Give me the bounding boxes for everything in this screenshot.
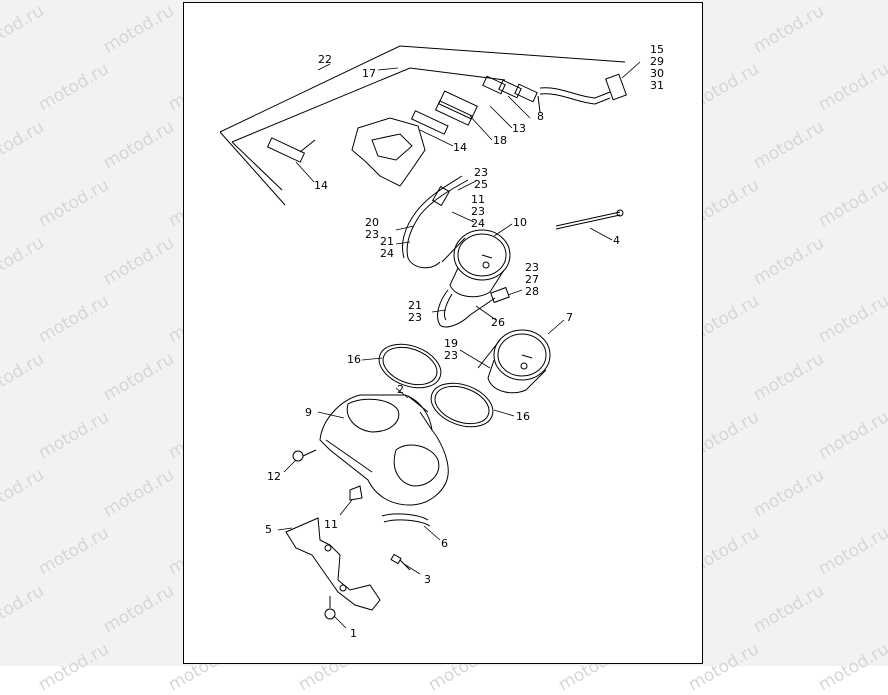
lower-bracket — [285, 517, 381, 611]
trip-reset-rod — [555, 209, 624, 230]
callout-16-upper: 16 — [347, 353, 361, 366]
bulb-socket — [266, 137, 316, 163]
callout-14-bracket: 14 — [453, 141, 467, 154]
callout-13: 13 — [512, 122, 526, 135]
callout-17: 17 — [362, 67, 376, 80]
callout-21-24: 21 24 — [380, 235, 394, 260]
tachometer-gauge — [441, 229, 511, 298]
callout-21-23: 21 23 — [408, 299, 422, 324]
diagram-frame — [183, 2, 703, 664]
callout-20-23: 20 23 — [365, 216, 379, 241]
main-harness-connector — [482, 73, 627, 113]
tachometer-wiring — [402, 175, 510, 328]
callout-14-socket: 14 — [314, 179, 328, 192]
callout-9: 9 — [305, 406, 312, 419]
callout-8: 8 — [537, 110, 544, 123]
callout-18: 18 — [493, 134, 507, 147]
callout-15-29-30-31: 15 29 30 31 — [650, 43, 664, 92]
callout-5: 5 — [265, 523, 272, 536]
harness-outline — [219, 45, 626, 206]
callout-4: 4 — [613, 234, 620, 247]
bezel-rings — [378, 343, 494, 428]
callout-23-27-28: 23 27 28 — [525, 261, 539, 298]
callout-16-lower: 16 — [516, 410, 530, 423]
callout-11: 11 — [324, 518, 338, 531]
callout-6: 6 — [441, 537, 448, 550]
instrument-housing — [319, 394, 449, 506]
callout-1: 1 — [350, 627, 357, 640]
bolt — [324, 596, 336, 620]
speedometer-gauge — [477, 329, 551, 394]
callout-7: 7 — [566, 311, 573, 324]
callout-2: 2 — [397, 383, 404, 396]
callout-11-23-24: 11 23 24 — [471, 193, 485, 230]
callout-23-25: 23 25 — [474, 166, 488, 191]
mounting-bracket — [351, 117, 426, 187]
callout-12: 12 — [267, 470, 281, 483]
exploded-parts-diagram — [219, 45, 641, 629]
callout-3: 3 — [424, 573, 431, 586]
callout-22: 22 — [318, 53, 332, 66]
callout-10: 10 — [513, 216, 527, 229]
callout-26: 26 — [491, 316, 505, 329]
connector-block — [410, 90, 478, 135]
callout-19-23: 19 23 — [444, 337, 458, 362]
leader-lines — [277, 61, 641, 629]
fasteners — [292, 395, 431, 571]
